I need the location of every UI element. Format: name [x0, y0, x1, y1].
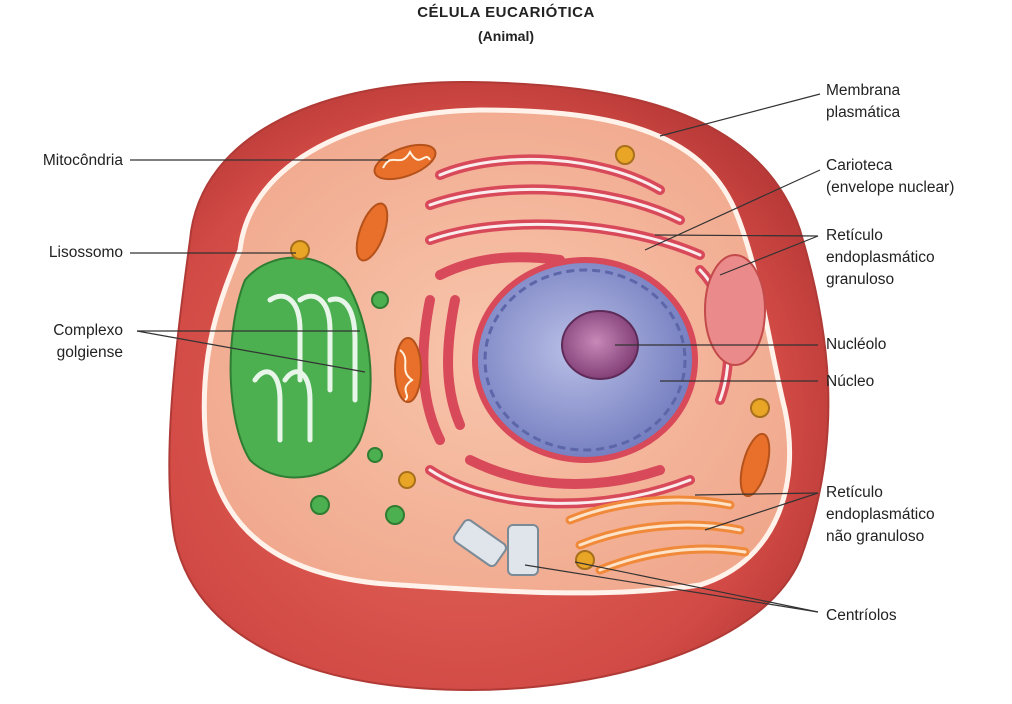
label-lisossomo: Lisossomo [48, 244, 123, 261]
label-reticulo-granuloso: Retículo endoplasmático granuloso [826, 225, 935, 291]
label-centriolos: Centríolos [826, 607, 897, 624]
label-membrana-line1: Membrana [826, 82, 901, 99]
label-reng-line1: Retículo [826, 484, 883, 501]
rough-er-patch [704, 254, 766, 366]
label-reg-line2: endoplasmático [826, 249, 935, 266]
label-reticulo-nao-granuloso: Retículo endoplasmático não granuloso [826, 482, 935, 548]
diagram-title: CÉLULA EUCARIÓTICA [417, 4, 595, 21]
label-carioteca: Carioteca (envelope nuclear) [826, 155, 954, 199]
label-reg-line3: granuloso [826, 271, 895, 288]
label-reg-line1: Retículo [826, 227, 883, 244]
label-reng-line2: endoplasmático [826, 506, 935, 523]
centrioles [453, 518, 539, 576]
nuclear-envelope [483, 268, 687, 452]
label-reng-line3: não granuloso [826, 528, 925, 545]
mitochondria [355, 143, 771, 498]
diagram-subtitle: (Animal) [478, 28, 534, 44]
lysosomes [290, 145, 770, 570]
label-complexo-line2: golgiense [56, 344, 123, 361]
label-carioteca-line1: Carioteca [826, 157, 893, 174]
label-nucleolo: Nucléolo [826, 336, 887, 353]
label-carioteca-line2: (envelope nuclear) [826, 179, 955, 196]
label-membrana-plasmatica: Membrana plasmática [826, 80, 900, 124]
label-mitocondria: Mitocôndria [42, 152, 123, 169]
label-membrana-line2: plasmática [826, 104, 901, 121]
label-nucleo: Núcleo [826, 373, 875, 390]
label-complexo-line1: Complexo [53, 322, 123, 339]
label-complexo-golgiense: Complexo golgiense [20, 320, 123, 364]
golgi-complex [229, 256, 405, 525]
leader-lines [130, 93, 821, 613]
